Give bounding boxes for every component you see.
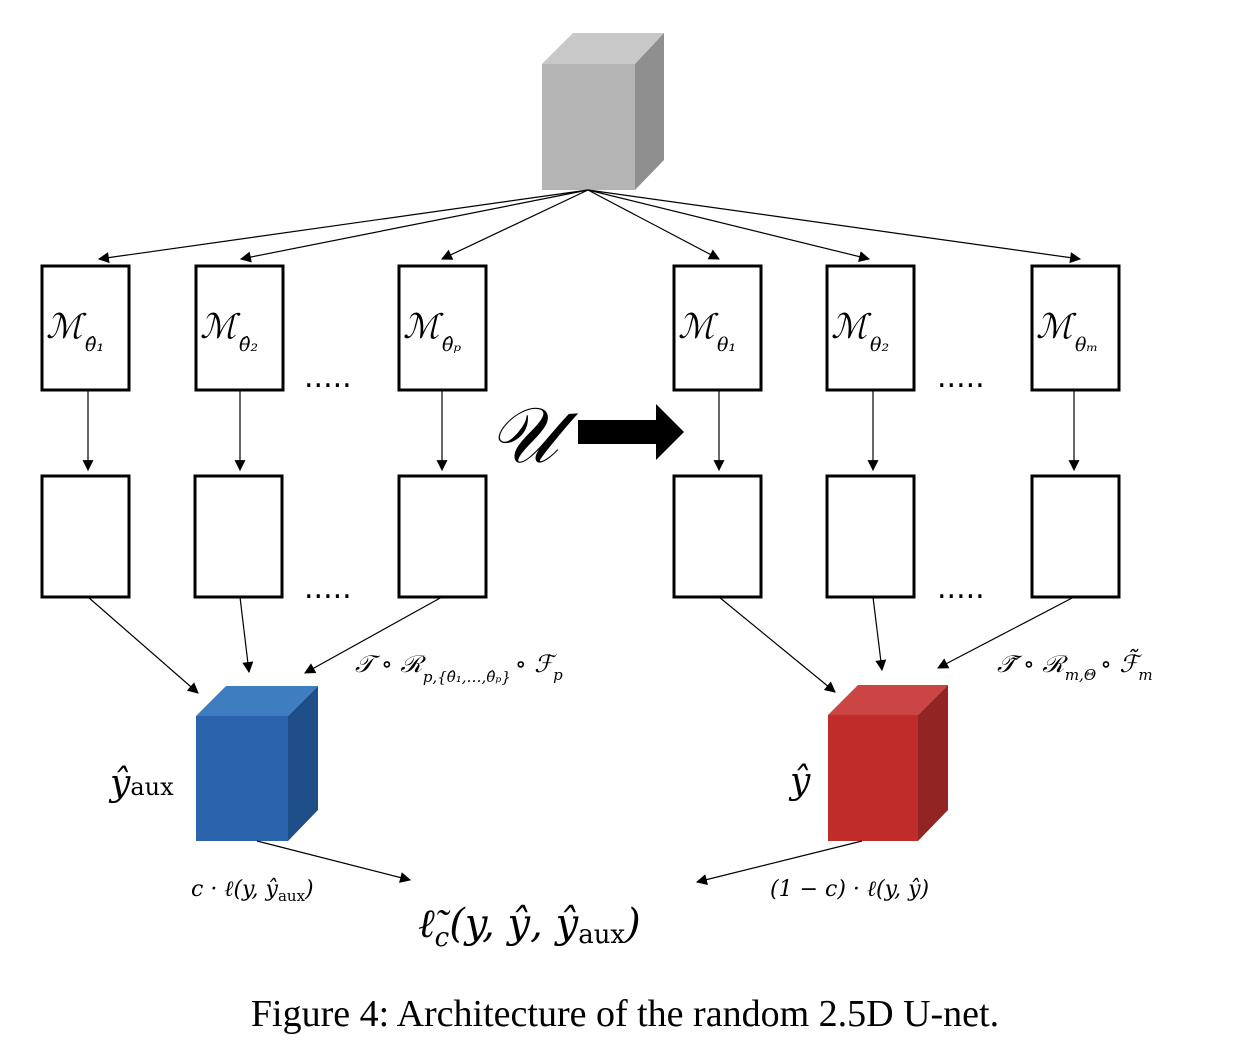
uniform-sampling-symbol: 𝒰	[488, 391, 579, 481]
model-subscript: θ̂₁	[85, 334, 104, 356]
model-box-right-2: ℳ θ₂	[825, 264, 916, 392]
model-subscript: θ₁	[717, 334, 736, 356]
aux-prediction-cube	[196, 686, 318, 841]
ellipsis-right-outputs: .....	[937, 571, 985, 606]
input-to-model-edges	[97, 189, 1082, 264]
y-aux-label: ŷaux	[108, 763, 174, 804]
model-to-output-edges	[82, 390, 1080, 472]
model-box-left-2: ℳ θ̂₂	[194, 264, 285, 392]
input-volume-cube	[542, 33, 664, 190]
model-box-left-p: ℳ θ̂ₚ	[397, 264, 488, 392]
figure-caption: Figure 4: Architecture of the random 2.5…	[251, 993, 999, 1035]
prediction-box-right-m	[1030, 474, 1121, 599]
final-prediction-cube	[828, 685, 948, 841]
model-box-right-m: ℳ θₘ	[1030, 264, 1121, 392]
model-label: ℳ	[46, 307, 87, 347]
aux-loss-label: c · ℓ(y, ŷaux)	[191, 877, 314, 905]
prediction-box-left-2	[193, 474, 284, 599]
model-label: ℳ	[200, 307, 241, 347]
left-transform-label: 𝒯 ∘ ℛp,{θ̂₁,…,θ̂ₚ}∘ ℱp	[355, 650, 563, 686]
prediction-box-left-p	[397, 474, 488, 599]
prediction-box-right-1	[672, 474, 763, 599]
ellipsis-left-outputs: .....	[304, 571, 352, 606]
aggregation-edges	[87, 596, 1075, 694]
model-box-left-1: ℳ θ̂₁	[40, 264, 131, 392]
main-loss-edge	[695, 840, 863, 885]
prediction-box-right-2	[825, 474, 916, 599]
model-subscript: θ₂	[870, 334, 889, 356]
svg-text:𝒯 ∘ ℛp,{θ̂₁,…,θ̂ₚ}∘ ℱp: 𝒯 ∘ ℛp,{θ̂₁,…,θ̂ₚ}∘ ℱp	[355, 650, 563, 686]
model-label: ℳ	[1036, 307, 1077, 347]
main-loss-label: (1 − c) · ℓ(y, ŷ)	[770, 877, 929, 902]
model-label: ℳ	[403, 307, 444, 347]
right-transform-label: 𝒯̃ ∘ ℛm,Θ∘ ℱ̃m	[997, 649, 1153, 684]
total-loss-label: ℓ̃c(y, ŷ, ŷaux)	[418, 901, 641, 953]
prediction-box-left-1	[40, 474, 131, 599]
model-label: ℳ	[678, 307, 719, 347]
model-label: ℳ	[831, 307, 872, 347]
model-subscript: θₘ	[1075, 334, 1098, 356]
model-subscript: θ̂ₚ	[442, 334, 461, 356]
y-hat-label: ŷ	[788, 761, 811, 802]
aux-loss-edge	[256, 840, 412, 883]
svg-text:𝒯̃ ∘ ℛm,Θ∘ ℱ̃m: 𝒯̃ ∘ ℛm,Θ∘ ℱ̃m	[997, 649, 1153, 684]
big-right-arrow-icon	[578, 404, 684, 460]
ellipsis-right-models: .....	[937, 360, 985, 395]
model-subscript: θ̂₂	[239, 334, 258, 356]
model-box-right-1: ℳ θ₁	[672, 264, 763, 392]
ellipsis-left-models: .....	[304, 360, 352, 395]
